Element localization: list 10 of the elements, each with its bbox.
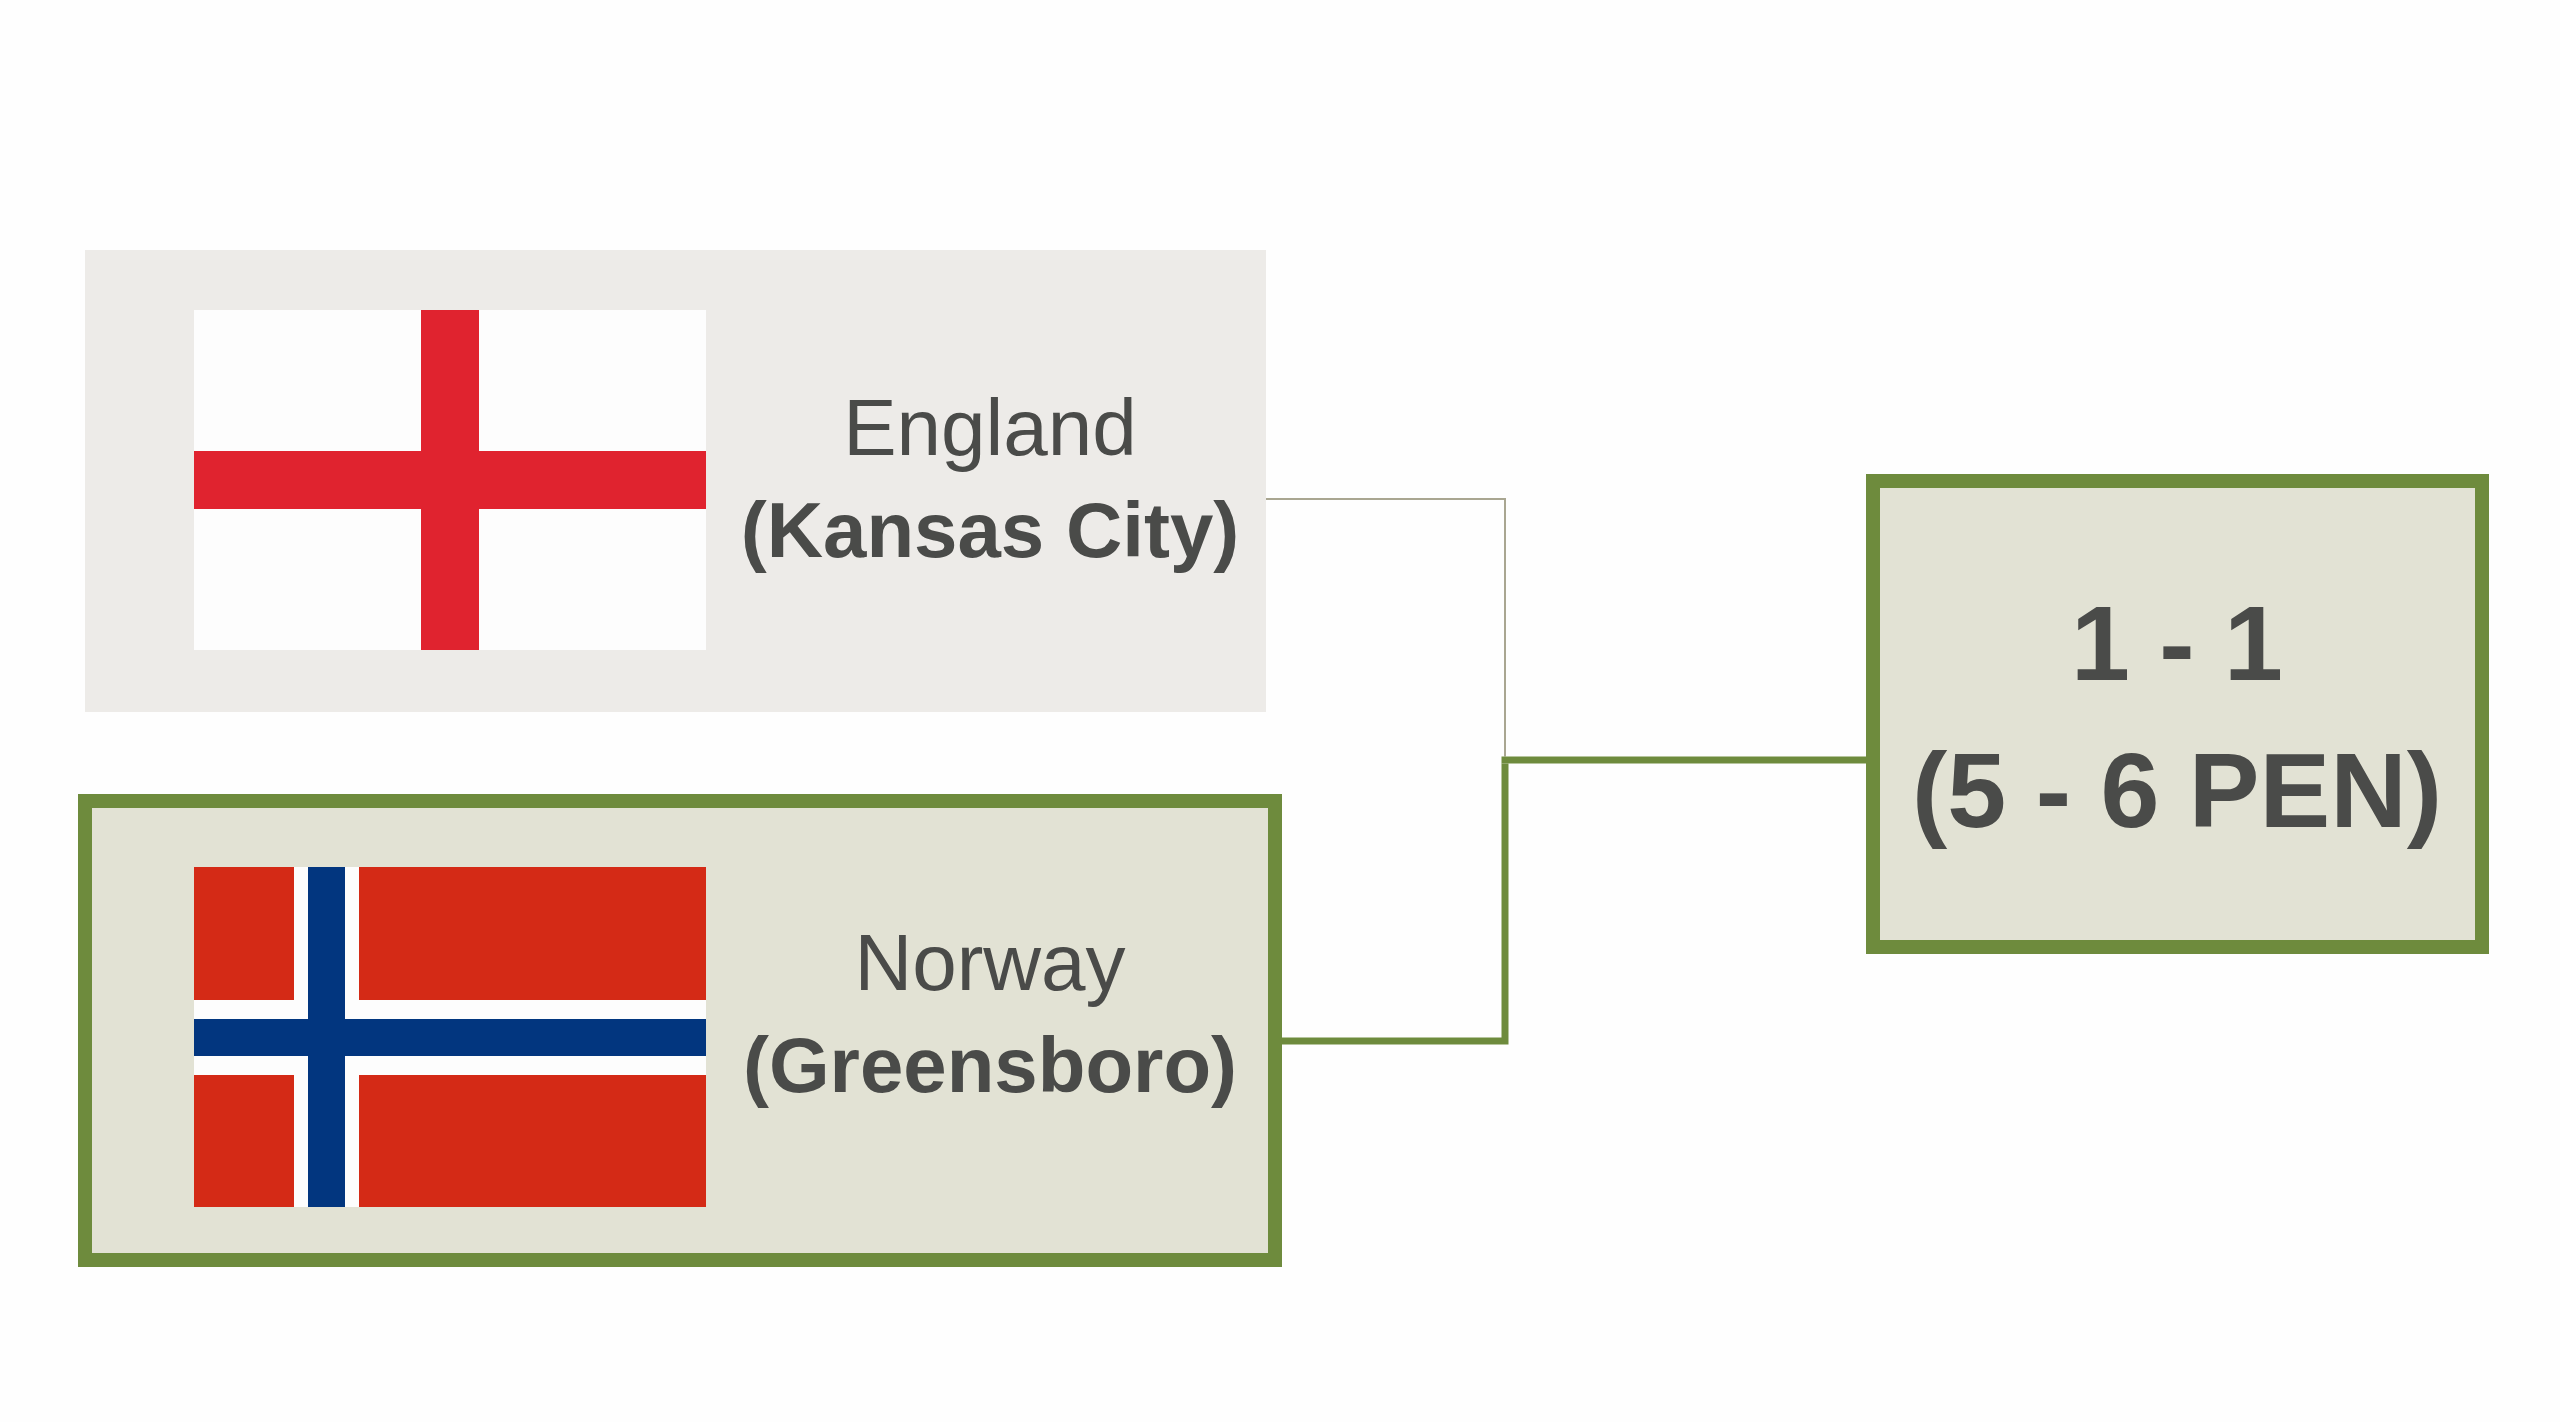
penalty-score-text: (5 - 6 PEN) [1911,730,2443,850]
team-name: Norway [854,918,1126,1008]
score-box [1866,474,2489,954]
bracket-connector [1282,763,1509,1045]
team-card [85,250,1266,712]
venue-label: (Kansas City) [740,487,1240,575]
team-name: England [843,383,1137,473]
team-card [78,794,1282,1267]
venue-label: (Greensboro) [742,1022,1238,1110]
score-text: 1 - 1 [2070,583,2284,703]
